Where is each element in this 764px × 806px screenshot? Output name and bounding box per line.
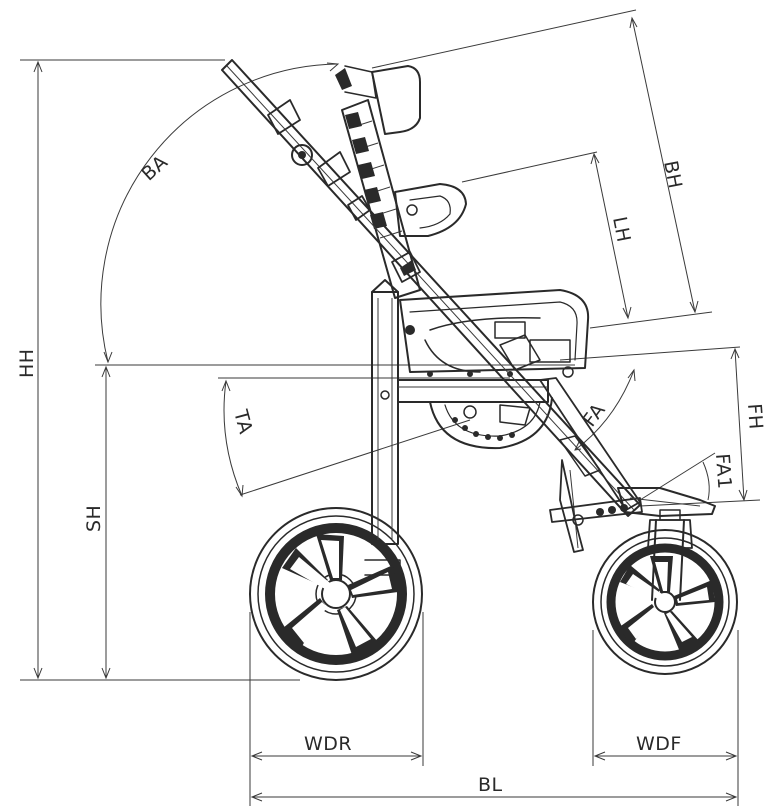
lh-arrow-top: [590, 152, 600, 165]
fa1-reference-line: [639, 452, 716, 501]
ta-tilted-reference: [239, 419, 471, 496]
bh-arrow-bottom: [689, 300, 699, 314]
bl-arrow-right: [725, 792, 738, 802]
sh-arrow-top: [101, 365, 111, 378]
label-fa: FA: [578, 399, 610, 431]
label-bl: BL: [478, 774, 503, 796]
lh-top-extension: [461, 151, 598, 183]
fa1-arc: [702, 461, 710, 501]
label-wdf: WDF: [636, 733, 682, 755]
rear-wheel: [249, 507, 423, 681]
bh-arrow-top: [629, 16, 638, 29]
fa-arrow-top: [627, 368, 636, 382]
bl-arrow-left: [250, 792, 263, 802]
fh-top-extension: [559, 346, 741, 361]
push-handle: [221, 59, 641, 517]
ta-arc: [223, 380, 243, 497]
fh-dimension-line: [734, 348, 745, 501]
lh-arrow-bottom: [622, 306, 632, 320]
ba-arc: [100, 63, 339, 363]
tilt-mechanism: [429, 397, 553, 450]
rear-post: [364, 279, 401, 576]
label-ta: TA: [229, 407, 257, 437]
fh-arrow-top: [730, 347, 740, 360]
dimension-lines: [20, 9, 761, 806]
label-lh: LH: [608, 215, 635, 245]
backrest: [335, 65, 467, 299]
leg-rest: [539, 377, 716, 553]
ta-arrow-bottom: [235, 484, 244, 498]
ba-arrow-bottom: [103, 351, 113, 364]
wdr-arrow-right: [410, 751, 423, 761]
wdf-arrow-right: [725, 751, 738, 761]
lh-dimension-line: [593, 153, 629, 319]
ba-arrow-top: [326, 62, 340, 72]
seat-shell: [399, 289, 590, 378]
hh-arrow-top: [33, 60, 43, 73]
label-ba: BA: [137, 151, 172, 185]
wdr-arrow-left: [250, 751, 263, 761]
label-sh: SH: [83, 505, 105, 532]
label-wdr: WDR: [304, 733, 352, 755]
wheelchair-drawing: [221, 59, 738, 681]
ta-arrow-top: [221, 379, 231, 392]
fh-arrow-bottom: [738, 489, 748, 502]
hh-arrow-bottom: [33, 667, 43, 680]
bh-top-extension: [371, 9, 637, 69]
label-hh: HH: [16, 348, 38, 378]
sh-arrow-bottom: [101, 667, 111, 680]
dimension-labels: BA BH LH HH SH TA FA FH FA1 WDR WDF BL: [16, 151, 764, 796]
label-bh: BH: [659, 159, 686, 191]
bh-dimension-line: [631, 17, 696, 313]
frame-rail: [397, 371, 549, 403]
bh-bottom-extension: [589, 311, 713, 329]
label-fa1: FA1: [711, 453, 735, 490]
label-fh: FH: [743, 403, 764, 431]
wdf-arrow-left: [593, 751, 606, 761]
fh-bottom-extension: [639, 499, 761, 507]
front-wheel: [592, 509, 738, 675]
